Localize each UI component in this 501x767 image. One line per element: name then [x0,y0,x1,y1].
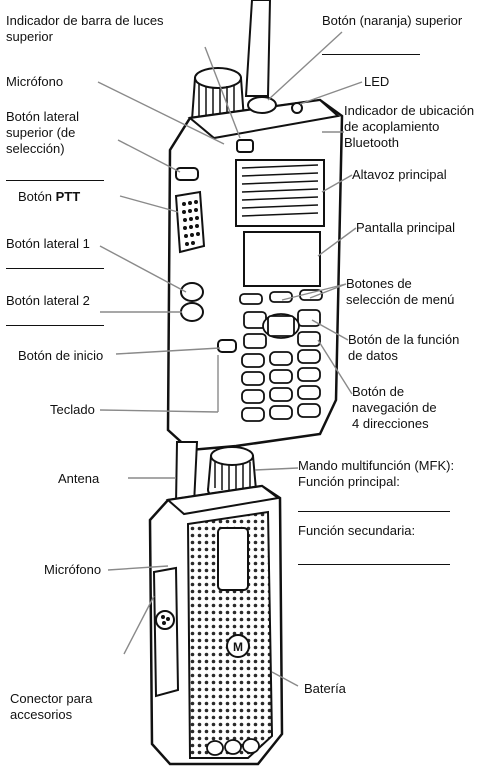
label-menu-line1: Botones de [346,276,412,291]
label-mfk: Mando multifunción (MFK): Función princi… [298,458,454,490]
label-ptt-bold: PTT [55,189,81,204]
label-secondary-function: Función secundaria: [298,523,416,538]
label-nav-line3: 4 direcciones [352,416,429,431]
label-bt-line1: Indicador de ubicación [344,103,475,118]
front-radio [166,0,344,452]
accessory-connector-shape [152,566,180,698]
clip-slot [217,527,249,591]
blank-line-side-1 [6,268,104,269]
label-top-side-button: Botón lateral superior (de selección) [6,109,79,157]
label-top-orange-button: Botón (naranja) superior [322,13,463,28]
ptt-button-shape [174,190,206,254]
blank-line-side-2 [6,325,104,326]
label-side-button-1: Botón lateral 1 [6,236,90,251]
back-antenna [174,441,199,505]
label-mfk-line1: Mando multifunción (MFK): [298,458,455,473]
label-nav-line1: Botón de [352,384,405,399]
label-led: LED [364,74,390,89]
top-select-button-shape [236,139,254,153]
label-microphone-back: Micrófono [44,562,102,577]
leader-lines [97,31,363,687]
label-main-display: Pantalla principal [356,220,456,235]
label-ptt-prefix: Botón [18,189,56,204]
display-shape [243,231,321,287]
side-button-1-shape [180,282,204,302]
label-four-way-nav: Botón de navegación de 4 direcciones [352,384,437,432]
label-battery: Batería [304,681,346,696]
label-bt-line2: de acoplamiento [344,119,440,134]
back-radio: M [148,441,284,766]
label-side-button-2: Botón lateral 2 [6,293,90,308]
label-data-function-button: Botón de la función de datos [348,332,459,364]
brand-logo [226,634,250,658]
label-mfk-line2: Función principal: [298,474,400,489]
label-connector-line1: Conector para [10,691,93,706]
top-side-button-shape [175,167,199,181]
label-top-light-bar-line1: Indicador de barra de luces [6,13,164,28]
led-shape [291,102,303,114]
label-bluetooth-location: Indicador de ubicación de acoplamiento B… [344,103,474,151]
blank-line-top-orange [322,54,420,55]
label-top-light-bar: Indicador de barra de luces superior [6,13,164,45]
label-top-side-line3: selección) [6,141,65,156]
home-button-shape [217,339,237,353]
label-main-speaker: Altavoz principal [352,167,447,182]
label-menu-line2: selección de menú [346,292,455,307]
ptt-dots [182,200,200,246]
nav-pad-shape [243,309,321,349]
speaker-grill [235,159,325,227]
label-keypad: Teclado [50,402,95,417]
top-orange-button-shape [247,96,277,114]
label-accessory-connector: Conector para accesorios [10,691,92,723]
label-antenna: Antena [58,471,100,486]
label-connector-line2: accesorios [10,707,73,722]
label-ptt-button: Botón PTT [18,189,80,205]
blank-line-mfk-primary [298,511,450,512]
battery-shape [186,510,274,759]
label-data-line2: de datos [348,348,398,363]
label-nav-line2: navegación de [352,400,437,415]
label-home-button: Botón de inicio [18,348,104,363]
blank-line-mfk-secondary [298,564,450,565]
label-top-side-line2: superior (de [6,125,76,140]
front-antenna [244,0,272,97]
keypad-shape [241,349,321,422]
label-microphone-front: Micrófono [6,74,64,89]
label-bt-line3: Bluetooth [344,135,399,150]
side-button-2-shape [180,302,204,322]
label-top-light-bar-line2: superior [6,29,53,44]
brand-logo-mark: M [233,640,243,654]
label-menu-select-buttons: Botones de selección de menú [346,276,454,308]
label-top-side-line1: Botón lateral [6,109,79,124]
blank-line-top-side [6,180,104,181]
label-data-line1: Botón de la función [348,332,460,347]
